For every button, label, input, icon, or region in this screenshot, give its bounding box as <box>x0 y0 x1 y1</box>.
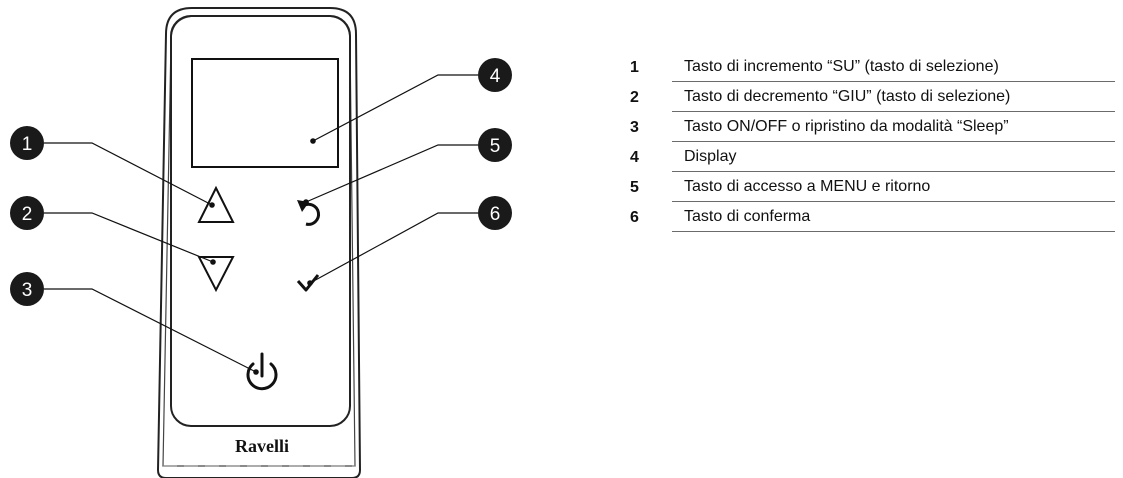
legend-divider <box>672 231 1115 232</box>
legend-divider <box>672 201 1115 202</box>
callout-4: 4 <box>478 58 512 92</box>
confirm-button[interactable] <box>296 274 320 292</box>
down-arrow-button[interactable] <box>197 256 235 293</box>
leader-line-6 <box>309 212 478 284</box>
legend-divider <box>672 81 1115 82</box>
leader-dots <box>209 138 316 375</box>
leader-lines <box>44 74 478 373</box>
check-icon <box>296 274 320 292</box>
callout-6: 6 <box>478 196 512 230</box>
legend-row: 3 Tasto ON/OFF o ripristino da modalità … <box>620 112 1115 142</box>
legend-row: 5 Tasto di accesso a MENU e ritorno <box>620 172 1115 202</box>
legend-number: 5 <box>630 179 639 196</box>
legend-description: Tasto di decremento “GIU” (tasto di sele… <box>684 88 1011 105</box>
legend-description: Tasto di conferma <box>684 208 811 225</box>
leader-line-2 <box>44 212 214 263</box>
callout-4-number: 4 <box>490 66 501 87</box>
callout-5-number: 5 <box>490 136 501 157</box>
legend-number: 6 <box>630 209 639 226</box>
callout-1-number: 1 <box>22 134 33 155</box>
callout-5: 5 <box>478 128 512 162</box>
legend-description: Tasto ON/OFF o ripristino da modalità “S… <box>684 118 1009 135</box>
legend-number: 1 <box>630 59 639 76</box>
display-screen <box>191 58 339 168</box>
legend-number: 4 <box>630 149 639 166</box>
brand-logo: Ravelli <box>235 436 289 456</box>
legend-description: Tasto di incremento “SU” (tasto di selez… <box>684 58 999 75</box>
legend-row: 1 Tasto di incremento “SU” (tasto di sel… <box>620 52 1115 82</box>
callout-2: 2 <box>10 196 44 230</box>
leader-line-1 <box>44 142 213 206</box>
callout-3-number: 3 <box>22 280 33 301</box>
leader-line-4 <box>312 74 478 142</box>
callout-2-number: 2 <box>22 204 33 225</box>
legend-row: 6 Tasto di conferma <box>620 202 1115 232</box>
legend-divider <box>672 111 1115 112</box>
legend-description: Display <box>684 148 737 165</box>
legend-list: 1 Tasto di incremento “SU” (tasto di sel… <box>620 52 1115 232</box>
triangle-down-icon <box>197 256 235 293</box>
legend-description: Tasto di accesso a MENU e ritorno <box>684 178 931 195</box>
up-arrow-button[interactable] <box>197 185 235 223</box>
legend-divider <box>672 141 1115 142</box>
callout-6-number: 6 <box>490 204 501 225</box>
triangle-up-icon <box>197 185 235 223</box>
legend-divider <box>672 171 1115 172</box>
leader-line-5 <box>305 144 478 203</box>
legend-number: 2 <box>630 89 639 106</box>
callout-1: 1 <box>10 126 44 160</box>
power-button[interactable] <box>246 352 278 391</box>
power-icon <box>246 352 278 391</box>
legend-row: 2 Tasto di decremento “GIU” (tasto di se… <box>620 82 1115 112</box>
legend-number: 3 <box>630 119 639 136</box>
callout-3: 3 <box>10 272 44 306</box>
leader-line-3 <box>44 288 257 373</box>
legend-row: 4 Display <box>620 142 1115 172</box>
